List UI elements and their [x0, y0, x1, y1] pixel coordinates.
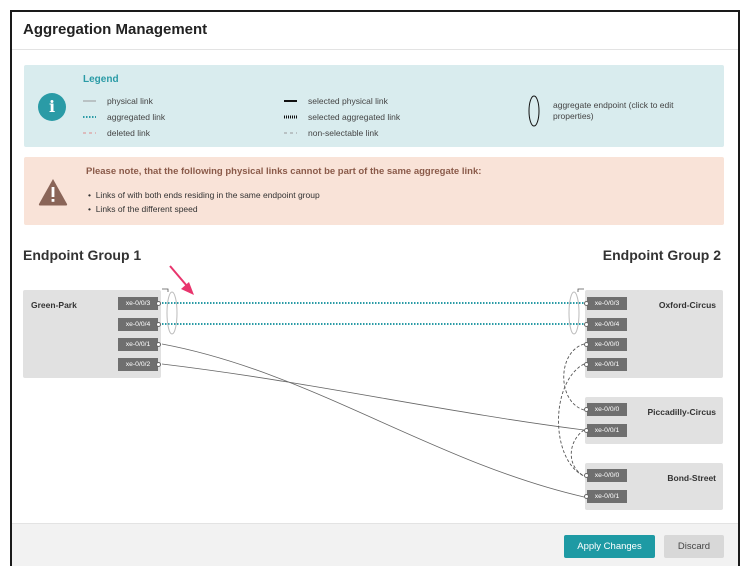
port-connector[interactable] [584, 322, 589, 327]
non-selectable-link [558, 363, 585, 477]
legend-aggregated-link: aggregated link [107, 112, 166, 122]
port-oxford-circus-xe-0-0-3[interactable]: xe-0/0/3 [584, 297, 627, 310]
port-green-park-xe-0-0-3[interactable]: xe-0/0/3 [118, 297, 161, 310]
endpoint-name: Bond-Street [667, 473, 716, 483]
port-bond-street-xe-0-0-0[interactable]: xe-0/0/0 [584, 469, 627, 482]
port-label: xe-0/0/3 [125, 300, 151, 307]
port-connector[interactable] [584, 473, 589, 478]
port-connector[interactable] [156, 322, 161, 327]
legend-deleted-link: deleted link [107, 128, 151, 138]
annotation-arrowhead-icon [181, 282, 194, 295]
port-connector[interactable] [584, 428, 589, 433]
port-label: xe-0/0/0 [594, 472, 620, 479]
port-label: xe-0/0/2 [125, 361, 151, 368]
port-label: xe-0/0/0 [594, 406, 620, 413]
legend-selected-aggregated-link: selected aggregated link [308, 112, 401, 122]
non-selectable-link-sample-icon [284, 132, 297, 134]
port-green-park-xe-0-0-1[interactable]: xe-0/0/1 [118, 338, 161, 351]
selected-aggregated-link-sample-icon [284, 115, 297, 119]
legend-non-selectable-link: non-selectable link [308, 128, 379, 138]
note-bullet-text: Links of the different speed [95, 204, 198, 214]
modal-title: Aggregation Management [23, 21, 208, 38]
port-green-park-xe-0-0-2[interactable]: xe-0/0/2 [118, 358, 161, 371]
warning-icon [38, 179, 68, 206]
legend-aggregate-endpoint-line1: aggregate endpoint (click to edit [553, 100, 674, 110]
aggregate-endpoint-oxford-circus[interactable] [568, 291, 580, 335]
port-label: xe-0/0/3 [594, 300, 620, 307]
aggregate-endpoint-sample-icon [528, 95, 540, 127]
physical-link[interactable] [161, 363, 585, 431]
port-connector[interactable] [156, 301, 161, 306]
warning-note-panel: Please note, that the following physical… [24, 157, 724, 225]
aggregate-endpoint-green-park[interactable] [166, 291, 178, 335]
legend-title: Legend [83, 74, 119, 85]
annotation-arrow-icon [169, 265, 188, 287]
port-connector[interactable] [584, 342, 589, 347]
discard-button[interactable]: Discard [664, 535, 724, 558]
port-oxford-circus-xe-0-0-0[interactable]: xe-0/0/0 [584, 338, 627, 351]
info-icon: i [38, 93, 66, 121]
non-selectable-link [570, 429, 585, 477]
aggregate-bracket-icon [577, 288, 584, 292]
legend-selected-physical-link: selected physical link [308, 96, 388, 106]
port-connector[interactable] [584, 362, 589, 367]
endpoint-name: Piccadilly-Circus [647, 407, 716, 417]
port-oxford-circus-xe-0-0-4[interactable]: xe-0/0/4 [584, 318, 627, 331]
modal-footer: Apply Changes Discard [12, 523, 738, 566]
port-connector[interactable] [584, 494, 589, 499]
physical-link[interactable] [161, 343, 585, 498]
port-label: xe-0/0/1 [594, 493, 620, 500]
port-label: xe-0/0/1 [125, 341, 151, 348]
note-bullet: • Links of with both ends residing in th… [88, 190, 320, 200]
aggregated-link-sample-icon [83, 116, 96, 118]
port-bond-street-xe-0-0-1[interactable]: xe-0/0/1 [584, 490, 627, 503]
aggregation-modal: Aggregation Management i Legend physical… [10, 10, 740, 566]
port-label: xe-0/0/4 [125, 321, 151, 328]
port-label: xe-0/0/1 [594, 361, 620, 368]
legend-panel: i Legend physical link aggregated link d… [24, 65, 724, 147]
selected-physical-link-sample-icon [284, 100, 297, 102]
physical-link-sample-icon [83, 100, 96, 102]
port-connector[interactable] [584, 301, 589, 306]
deleted-link-sample-icon [83, 132, 96, 134]
note-title: Please note, that the following physical… [86, 166, 482, 177]
port-oxford-circus-xe-0-0-1[interactable]: xe-0/0/1 [584, 358, 627, 371]
port-piccadilly-circus-xe-0-0-0[interactable]: xe-0/0/0 [584, 403, 627, 416]
port-label: xe-0/0/1 [594, 427, 620, 434]
aggregate-bracket-icon [162, 288, 169, 292]
endpoint-group-2-title: Endpoint Group 2 [602, 247, 721, 263]
port-label: xe-0/0/4 [594, 321, 620, 328]
port-green-park-xe-0-0-4[interactable]: xe-0/0/4 [118, 318, 161, 331]
non-selectable-link [563, 343, 585, 411]
port-connector[interactable] [156, 362, 161, 367]
endpoint-name: Green-Park [31, 300, 77, 310]
port-connector[interactable] [156, 342, 161, 347]
endpoint-name: Oxford-Circus [658, 300, 716, 310]
apply-changes-button[interactable]: Apply Changes [564, 535, 655, 558]
endpoint-group-1-title: Endpoint Group 1 [23, 247, 142, 263]
port-piccadilly-circus-xe-0-0-1[interactable]: xe-0/0/1 [584, 424, 627, 437]
legend-physical-link: physical link [107, 96, 153, 106]
port-connector[interactable] [584, 407, 589, 412]
modal-header: Aggregation Management [12, 12, 738, 50]
port-label: xe-0/0/0 [594, 341, 620, 348]
legend-aggregate-endpoint-line2: properties) [553, 111, 594, 121]
note-bullet: • Links of the different speed [88, 204, 198, 214]
note-bullet-text: Links of with both ends residing in the … [95, 190, 320, 200]
